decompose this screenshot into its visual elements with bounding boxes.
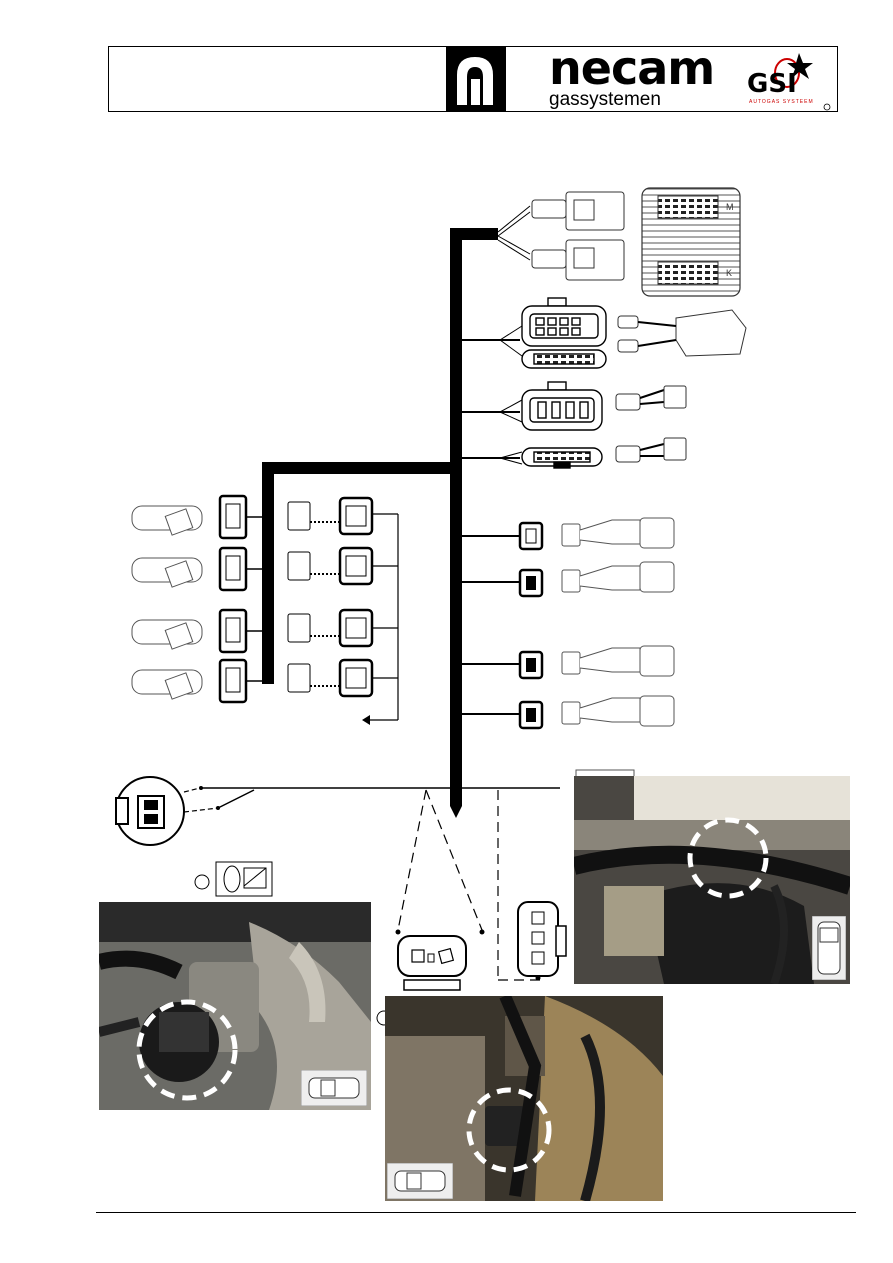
sensor-connector-3 [518, 645, 675, 680]
footer-rule [96, 1212, 856, 1213]
gsi-star-logo-icon [774, 53, 831, 111]
brand-name: necam [549, 41, 715, 95]
return-arrow-icon [362, 715, 370, 725]
car-top-view-icon [387, 1163, 453, 1199]
partner-tagline: AUTOGAS SYSTEEM [749, 99, 814, 105]
ecu-connector-k-label: K [726, 268, 732, 278]
throttle-body-photo [99, 902, 371, 1110]
brand-logo: necam gassystemen [507, 41, 715, 111]
temp-sensor-connector [517, 901, 567, 981]
brand-subtitle: gassystemen [549, 89, 661, 110]
injector-row-4 [131, 658, 398, 704]
leader-lines [397, 789, 540, 981]
connector-flat [521, 447, 603, 469]
map-sensor-connector [395, 929, 485, 991]
car-top-view-icon [812, 916, 846, 980]
injector-row-3 [131, 608, 398, 654]
emulator-module [617, 309, 747, 357]
page-header: necam gassystemen GSI AUTOGAS SYSTEEM [108, 41, 838, 112]
sensor-connector-1 [518, 517, 675, 551]
branch-lines [462, 339, 520, 715]
injector-row-2 [131, 546, 398, 592]
ecu-plug-m [531, 191, 625, 231]
connector-location-photo [385, 996, 663, 1201]
connector-pinout-icon [194, 861, 273, 897]
partner-logo-word: GSI [747, 69, 797, 99]
ecu-leads [497, 205, 531, 261]
sensor-connector-2 [518, 561, 675, 598]
branch-fan-lines [499, 325, 523, 465]
ecu-connector-m-label: M [726, 202, 734, 212]
sensor-connector-4 [518, 695, 675, 730]
injector-return-wire [368, 514, 399, 721]
ignition-switch [115, 776, 560, 846]
adapter-plug-2 [615, 437, 687, 463]
injector-row-1 [131, 494, 398, 540]
adapter-plug-1 [615, 385, 687, 411]
partner-logo: GSI AUTOGAS SYSTEEM [699, 47, 837, 111]
necam-n-logo-icon [446, 47, 506, 111]
car-top-view-icon [301, 1070, 367, 1106]
connector-6pin [521, 381, 603, 431]
ecu-unit: M K [641, 187, 741, 297]
ecu-plug-k [531, 239, 625, 281]
connector-8pin [521, 297, 607, 369]
under-hood-photo [574, 776, 850, 984]
